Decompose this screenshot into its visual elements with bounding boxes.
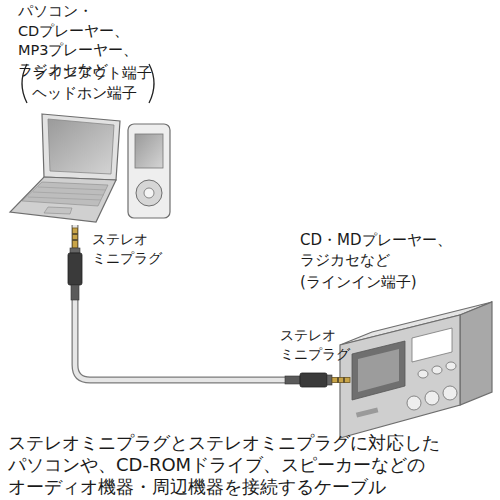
plug-collar [327,375,332,385]
plug-ring [73,233,78,234]
touchpad [44,207,72,214]
stereo-mini-plug [285,373,350,387]
destination-device: CD・MDプレーヤー、 ラジカセなど(ラインイン端子) [298,228,498,440]
player-screen [135,134,163,168]
device-front [340,315,460,438]
source-devices: パソコン・CDプレーヤー、 MP3プレーヤー、 ラジカセなどラインアウト端子 ヘ… [10,0,190,225]
device-display [358,349,399,392]
audio-cable [75,225,298,380]
laptop-screen [48,119,114,174]
player-wheel [136,180,162,206]
device-buttons [407,362,457,410]
laptop-lid [42,114,120,180]
plug-body [68,253,82,285]
device-button [446,362,456,370]
plug-strain-relief [71,285,79,300]
laptop-illustration [10,114,120,222]
device-display-frame [352,341,405,400]
device-button [425,391,439,405]
keyboard-keys [28,187,106,200]
caption: ステレオミニプラグとステレオミニプラグに対応した パソコンや、CD-ROMドライ… [8,432,498,498]
plug-collar [70,248,80,253]
plug-ring [73,239,78,240]
mp3-player-illustration [128,124,170,218]
laptop-keyboard [22,182,108,206]
key-row [33,192,104,195]
key-row [28,197,101,200]
stereo-mini-plug [68,228,82,300]
terminal-label: (ラインイン端子) [300,272,495,292]
cd-md-player-illustration [340,302,492,438]
device-panel [412,328,452,362]
plug-ring [337,378,338,383]
plug-tip [73,228,78,248]
player-body [128,124,170,218]
player-button [144,188,154,198]
cable-outline [75,225,298,380]
plug-strain-relief [285,376,300,384]
plug-label: ステレオ ミニプラグ [92,230,187,268]
plug-ring [343,378,344,383]
device-button [418,370,428,378]
laptop-base [10,177,116,222]
plug-label: ステレオ ミニプラグ [280,326,375,364]
device-slot [356,407,379,417]
cable-core [75,225,298,380]
device-button [407,396,421,410]
plug-body [300,373,327,387]
device-label: CD・MDプレーヤー、 ラジカセなど [300,230,495,270]
device-button [443,386,457,400]
key-row [38,187,106,190]
device-side [460,302,492,405]
device-button [432,366,442,374]
terminal-label: ラインアウト端子 ヘッドホン端子 [32,64,157,103]
plug-tip [332,378,350,383]
